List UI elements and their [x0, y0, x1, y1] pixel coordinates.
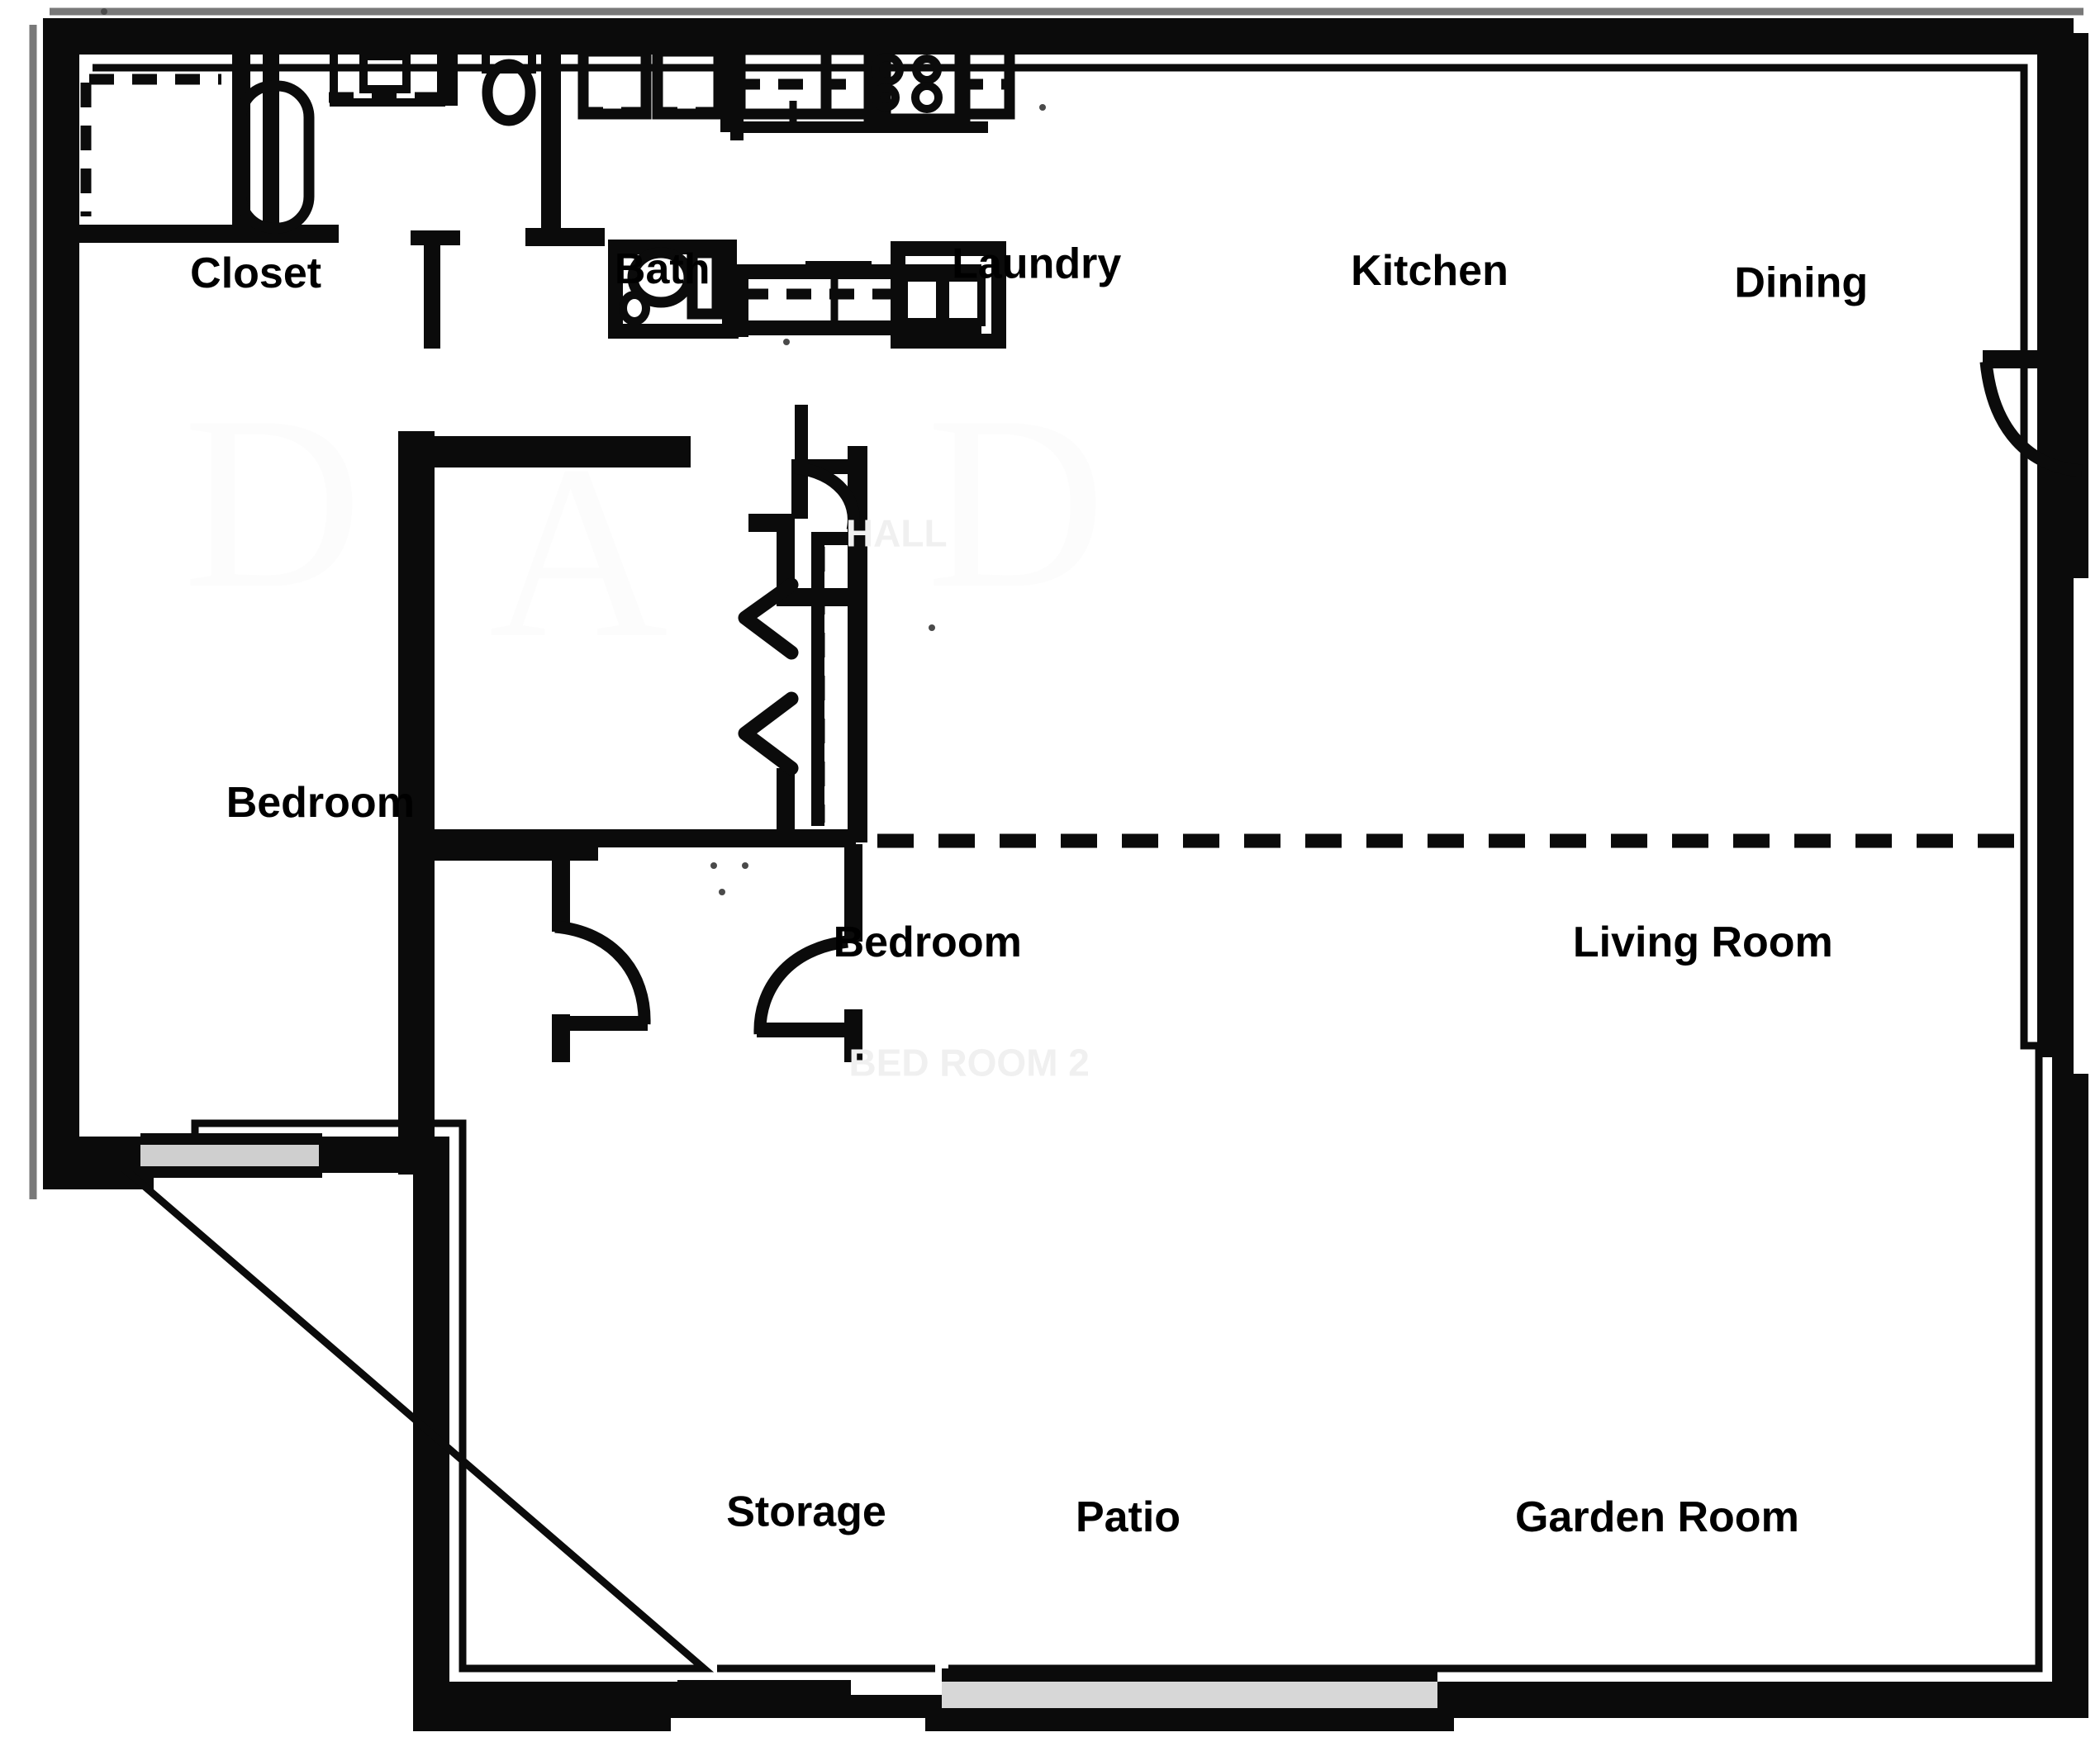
room-label-kitchen: Kitchen — [1351, 247, 1508, 295]
bath-vanity-fixture — [329, 44, 446, 107]
room-label-patio: Patio — [1076, 1493, 1181, 1541]
half-bath-toilet-tank — [687, 247, 723, 320]
exterior-shadow-outline — [29, 7, 2083, 1199]
room-label-storage: Storage — [726, 1488, 886, 1536]
background-watermark-group: D A D — [183, 365, 1106, 689]
room-label-bedroom-1: Bedroom — [226, 779, 415, 827]
scan-specks — [101, 8, 1046, 895]
hall-wall-stub — [411, 230, 460, 349]
bifold-closet-door-lower — [738, 691, 799, 776]
bedroom-window-bottom — [140, 1133, 322, 1178]
room-label-dining: Dining — [1734, 259, 1868, 306]
kitchen-fixtures — [730, 42, 1015, 140]
bifold-closet-door-upper — [738, 577, 799, 660]
svg-text:D: D — [927, 365, 1106, 639]
hall-closet-walls — [738, 405, 867, 847]
interior-walls-top — [79, 42, 1015, 349]
room-label-bath: Bath — [615, 245, 710, 293]
bathtub-fixture — [235, 80, 315, 234]
washer-dryer-fixtures — [577, 45, 727, 120]
hall-door-swing — [793, 405, 860, 532]
room-labels: Closet Bath Laundry Kitchen Dining Bedro… — [190, 240, 1868, 1541]
toilet-fixture — [482, 47, 536, 126]
half-bath-small-basin — [619, 291, 650, 325]
room-label-bedroom-2: Bedroom — [834, 918, 1022, 966]
room-label-living-room: Living Room — [1573, 918, 1833, 966]
mid-watermark: BED ROOM 2 — [849, 1041, 1090, 1084]
bedroom-1-walls — [79, 431, 435, 1178]
watermark-labels: HALL BED ROOM 2 — [846, 511, 1090, 1084]
room-label-closet: Closet — [190, 249, 321, 297]
entry-door-swing — [1979, 350, 2083, 477]
patio-bottom-sill — [677, 1680, 851, 1695]
half-bath-and-peninsula — [608, 240, 1006, 349]
room-label-laundry: Laundry — [952, 240, 1121, 288]
storage-door-swing — [554, 920, 651, 1031]
garden-room-window-bottom — [942, 1668, 1437, 1720]
lower-rooms-walls — [552, 844, 1437, 1720]
room-label-garden-room: Garden Room — [1515, 1493, 1799, 1541]
svg-text:D: D — [183, 365, 363, 639]
exterior-wall-inner-outline — [82, 64, 2043, 1673]
patio-door-swing — [753, 935, 854, 1037]
hall-watermark: HALL — [846, 511, 948, 554]
